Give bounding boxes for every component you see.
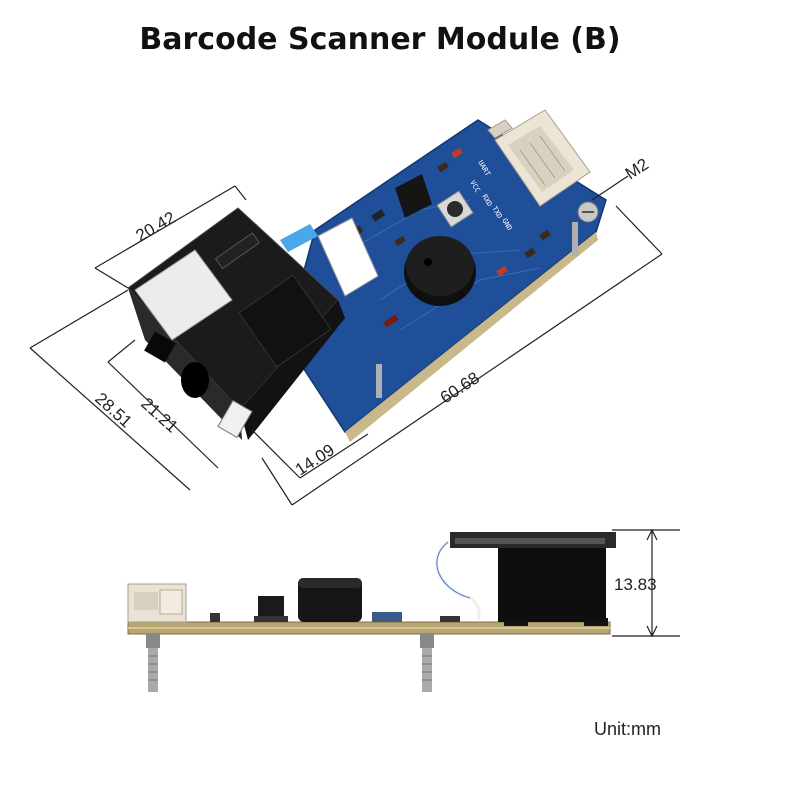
scanner-engine	[127, 207, 345, 440]
regulator-chip	[395, 174, 432, 218]
dim-window-offset: 14.09	[292, 440, 338, 479]
side-screws	[146, 634, 434, 692]
dim-height: 13.83	[614, 575, 657, 594]
isometric-view: UART VCC RXD TXD GND	[29, 109, 663, 506]
push-button	[436, 190, 474, 228]
mount-screw	[376, 201, 599, 398]
buzzer	[404, 236, 476, 306]
dim-scanner-depth: 21.21	[137, 394, 181, 437]
dimension-lines	[29, 175, 663, 506]
dim-board-width: 28.51	[91, 389, 135, 432]
side-buzzer	[298, 578, 362, 622]
dim-mount-screw: M2	[622, 155, 652, 184]
side-view: 13.83	[127, 528, 680, 692]
side-scanner	[450, 532, 616, 626]
page-title: Barcode Scanner Module (B)	[139, 22, 621, 57]
uart-connector	[487, 109, 591, 207]
height-dimension	[612, 528, 680, 638]
unit-label: Unit:mm	[594, 719, 661, 739]
dim-scanner-width: 20.42	[133, 208, 179, 246]
side-connector	[127, 583, 187, 623]
flex-connector	[317, 217, 379, 297]
smd-components	[349, 147, 551, 328]
dim-board-length: 60.68	[437, 368, 483, 407]
